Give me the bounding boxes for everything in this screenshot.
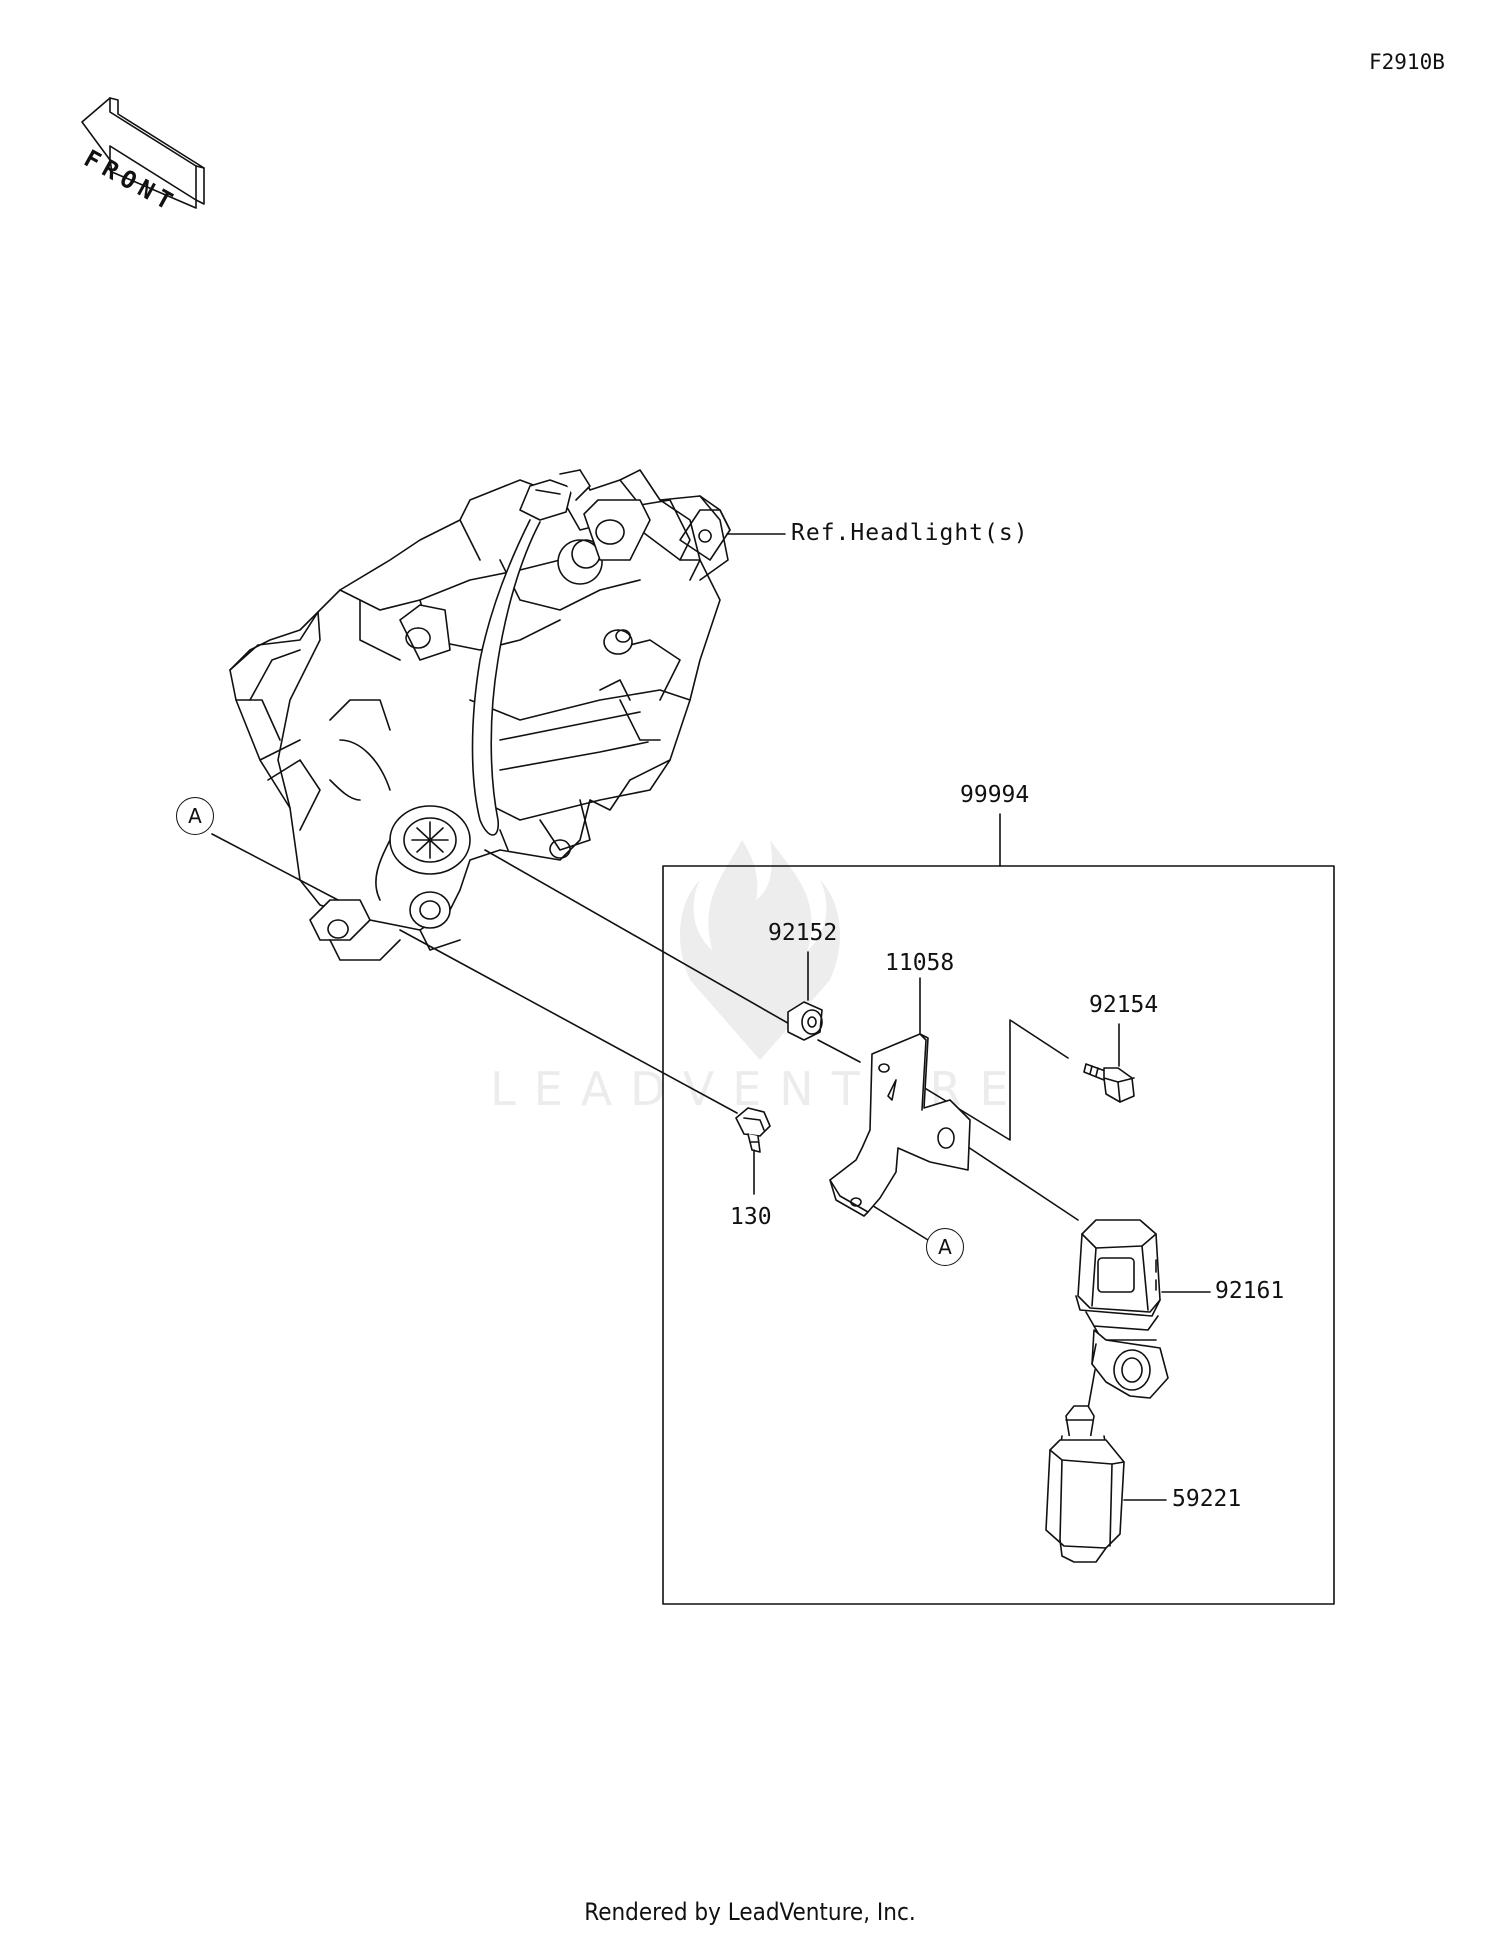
footer-credit: Rendered by LeadVenture, Inc. — [584, 1898, 916, 1926]
part-59221-module — [1045, 1405, 1125, 1563]
part-92152-spacer — [787, 1001, 823, 1041]
part-130-bolt — [735, 1107, 771, 1153]
assembly-number-label: 99994 — [960, 782, 1030, 808]
part-92161-holder — [1075, 1219, 1169, 1399]
callout-a-right: A — [926, 1228, 964, 1266]
front-arrow — [81, 97, 205, 209]
assembly-box-99994 — [662, 865, 1335, 1605]
part-label-92152: 92152 — [768, 920, 838, 946]
part-label-11058: 11058 — [885, 950, 955, 976]
part-label-92161: 92161 — [1215, 1278, 1285, 1304]
explode-line-130 — [399, 929, 738, 1114]
headlight-assembly — [229, 469, 731, 961]
part-label-130: 130 — [730, 1204, 772, 1230]
part-label-59221: 59221 — [1172, 1486, 1242, 1512]
part-label-92154: 92154 — [1089, 992, 1159, 1018]
explode-line-92152-to-bracket — [817, 1039, 861, 1063]
part-11058-bracket — [829, 1033, 971, 1217]
explode-line-92152 — [484, 849, 801, 1031]
explode-line-bracket-to-92161 — [964, 1144, 1079, 1221]
leader-callout-a-left — [211, 833, 339, 901]
diagram-code: F2910B — [1369, 50, 1445, 74]
callout-a-left: A — [176, 797, 214, 835]
ref-headlight-label: Ref.Headlight(s) — [791, 520, 1029, 546]
part-92154-bolt — [1083, 1063, 1135, 1103]
